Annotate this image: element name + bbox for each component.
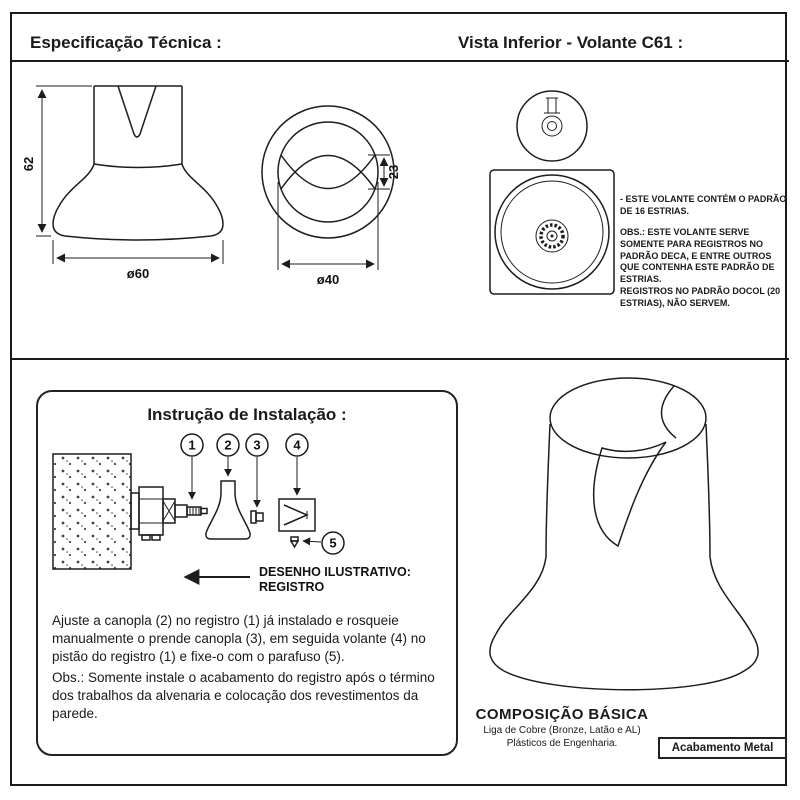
hub-spline-view — [489, 169, 615, 295]
wall-section — [51, 453, 132, 570]
svg-text:3: 3 — [253, 438, 260, 453]
page-border — [10, 12, 787, 786]
side-view-drawing: 62 ø60 — [22, 85, 224, 281]
dim-top-label: ø40 — [317, 272, 339, 287]
base-diameter-dimension: ø60 — [52, 240, 224, 281]
top-view-drawing: 23 ø40 — [261, 105, 401, 287]
svg-text:5: 5 — [329, 536, 336, 551]
callout-4: 4 — [284, 433, 309, 496]
installation-title: Instrução de Instalação : — [147, 405, 347, 424]
bottom-view-notes: - ESTE VOLANTE CONTÉM O PADRÃO DE 16 EST… — [620, 194, 790, 309]
handle-side-outline — [52, 85, 224, 241]
note-obs-2: REGISTROS NO PADRÃO DOCOL (20 ESTRIAS), … — [620, 285, 781, 308]
page-title-right: Vista Inferior - Volante C61 : — [458, 33, 684, 52]
registro-drawing — [129, 486, 208, 541]
bottom-view-drawing — [489, 90, 615, 295]
illustrative-arrow: DESENHO ILUSTRATIVO: REGISTRO — [182, 565, 411, 594]
installation-exploded-diagram: 1 2 3 4 5 DESENHO ILUSTRATIVO: REGISTR — [51, 433, 411, 594]
height-dimension: 62 — [22, 85, 92, 237]
arrow-label-line2: REGISTRO — [259, 580, 325, 594]
svg-text:1: 1 — [188, 438, 195, 453]
composition-block: COMPOSIÇÃO BÁSICA Liga de Cobre (Bronze,… — [452, 706, 672, 749]
inner-dimension: 23 — [368, 154, 401, 190]
callout-2: 2 — [215, 433, 240, 477]
page-title-left: Especificação Técnica : — [30, 33, 222, 52]
composition-line-1: Liga de Cobre (Bronze, Latão e AL) — [483, 725, 641, 736]
arrow-label-line1: DESENHO ILUSTRATIVO: — [259, 565, 411, 579]
composition-line-2: Plásticos de Engenharia. — [506, 738, 618, 749]
volante-3d-outline — [489, 377, 759, 691]
prende-canopla-drawing — [249, 510, 264, 524]
handle-top-outline — [261, 105, 395, 239]
screw-detail-circle — [516, 90, 588, 162]
callout-3: 3 — [244, 433, 269, 508]
callout-5: 5 — [301, 531, 345, 555]
header-divider — [10, 60, 789, 62]
dim-inner-label: 23 — [386, 165, 401, 179]
top-diameter-dimension: ø40 — [277, 182, 379, 287]
note-pattern: - ESTE VOLANTE CONTÉM O PADRÃO DE 16 EST… — [620, 194, 787, 216]
svg-text:4: 4 — [293, 438, 301, 453]
composition-title: COMPOSIÇÃO BÁSICA — [475, 706, 649, 723]
finish-badge: Acabamento Metal — [658, 737, 787, 759]
svg-text:2: 2 — [224, 438, 231, 453]
parafuso-drawing — [289, 536, 299, 549]
callout-1: 1 — [179, 433, 204, 500]
middle-divider — [10, 358, 789, 360]
installation-box: Instrução de Instalação : — [36, 390, 458, 756]
installation-paragraph-2: Obs.: Somente instale o acabamento do re… — [52, 669, 435, 721]
volante-drawing — [277, 498, 316, 532]
product-perspective-drawing — [489, 377, 759, 691]
installation-paragraph-1: Ajuste a canopla (2) no registro (1) já … — [52, 613, 426, 664]
dim-base-label: ø60 — [127, 266, 149, 281]
note-obs-1: OBS.: ESTE VOLANTE SERVE SOMENTE PARA RE… — [620, 227, 775, 285]
dim-height-label: 62 — [22, 157, 36, 171]
canopla-drawing — [204, 480, 251, 540]
